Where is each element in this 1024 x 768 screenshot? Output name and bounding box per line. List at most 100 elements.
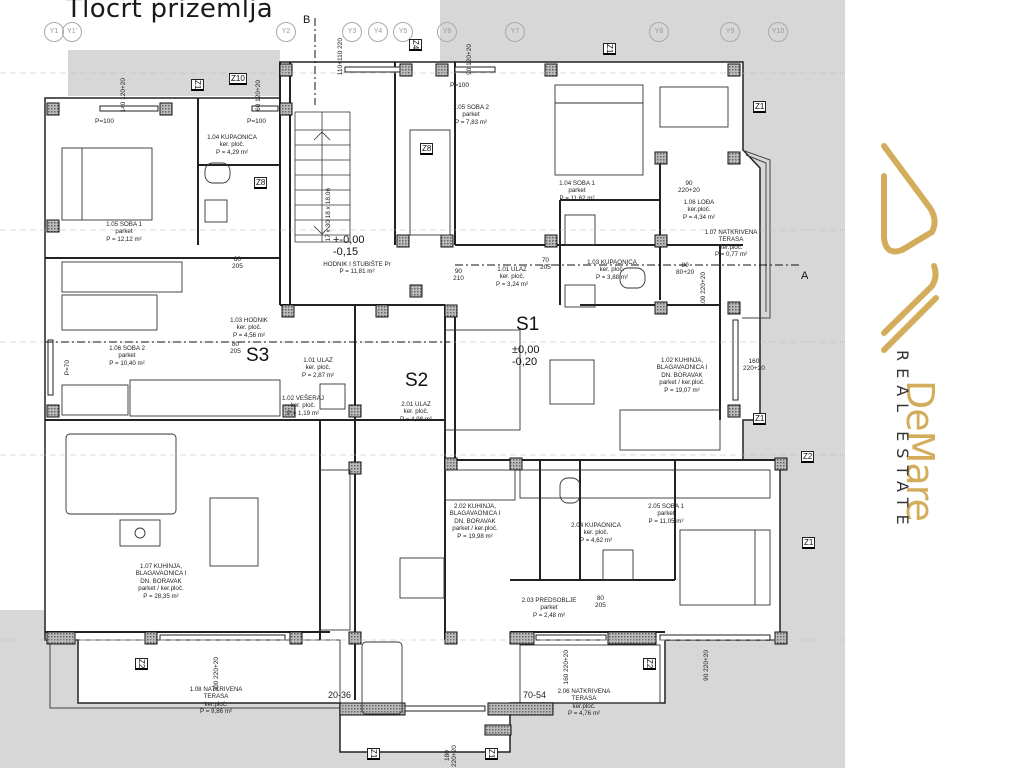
step-dimension: 70-54: [523, 690, 547, 700]
room-label-line: ker.ploč.: [719, 243, 743, 251]
room-label-line: 1.01 ULAZ: [497, 266, 527, 273]
room-label-line: BLAGAVAONICA I: [135, 570, 187, 578]
room-label-line: 2.02 KUHINJA,: [454, 503, 496, 510]
interior-walls: [45, 62, 780, 700]
room-label-line: 1.07 NATKRIVENA: [704, 229, 758, 236]
level-marker-stair: +-0,00 -0,15: [333, 234, 365, 258]
room-label-line: 1.02 VEŠERAJ: [282, 395, 324, 402]
room-label-line: P = 11,81 m²: [339, 268, 375, 276]
axis-marker: Y7: [505, 22, 525, 42]
room-label-line: P = 4,29 m²: [215, 148, 249, 156]
room-label-line: P = 4,76 m²: [567, 710, 601, 718]
window-dimension: 180 220+20: [444, 745, 458, 767]
floor-plan: [0, 0, 845, 768]
unit-label-s1: S1: [516, 314, 540, 335]
window-dimension: 60 120+20: [255, 80, 262, 111]
parapet-label: P=70: [64, 360, 71, 376]
room-label-line: DN. BORAVAK: [140, 577, 182, 585]
room-label-line: 2.01 ULAZ: [401, 401, 431, 408]
room-label-line: ker. ploč.: [583, 529, 609, 537]
sofa-2: [619, 409, 721, 451]
dining-table-2: [399, 557, 445, 599]
door-dimension: 100 220+20: [700, 272, 707, 307]
room-label-line: P = 9,86 m²: [199, 708, 233, 716]
sink-2: [564, 284, 596, 308]
room-label-line: parket: [657, 510, 675, 518]
room-label-line: P = 7,83 m²: [454, 118, 488, 126]
room-label-line: P = 28,35 m²: [143, 592, 179, 600]
level-marker-s1: ±0,00 -0,20: [512, 344, 539, 368]
room-label-line: parket / ker.ploč.: [452, 525, 498, 533]
wall-tag: Z8: [420, 143, 434, 155]
room-label-line: 1.02 KUHINJA,: [661, 357, 703, 364]
room-label-line: HODNIK I STUBIŠTE Pr: [323, 261, 391, 268]
room-label-line: ker. ploč.: [290, 402, 316, 410]
kitchen-counter-1: [319, 469, 351, 631]
room-label-line: 1.06 SOBA 2: [109, 345, 145, 352]
furniture: [61, 84, 771, 715]
bed-single-2: [129, 379, 281, 417]
parapet-label: P=100: [95, 118, 114, 125]
room-label-line: parket: [568, 187, 586, 195]
axis-marker: Y8: [649, 22, 669, 42]
room-label-line: DN. BORAVAK: [661, 371, 703, 379]
axis-marker: Y1': [62, 22, 82, 42]
room-label-line: P = 10,40 m²: [109, 359, 145, 367]
windows: [47, 66, 771, 712]
washer-2: [602, 549, 634, 581]
room-label-line: 1.06 LOĐA: [683, 199, 715, 206]
room-label-line: parket / ker.ploč.: [659, 379, 705, 387]
axis-marker: Y9: [720, 22, 740, 42]
kitchen-counter-3: [444, 329, 521, 431]
room-label-line: 2.03 PREDSOBLJE: [521, 597, 577, 604]
room-label-line: 2.06 NATKRIVENA: [557, 688, 611, 695]
window-dimension: 110+110 220: [337, 38, 344, 76]
room-label-line: BLAGAVAONICA I: [656, 364, 708, 372]
section-marker-a: A: [801, 270, 809, 282]
window-dimension: 300 220+20: [213, 657, 220, 692]
room-label-line: P = 2,48 m²: [532, 611, 566, 619]
dining-table-3: [549, 359, 595, 405]
wardrobe-2: [61, 384, 129, 416]
axis-marker: Y2: [276, 22, 296, 42]
room-label-line: P = 2,87 m²: [301, 371, 335, 379]
room-label-line: 1.01 ULAZ: [303, 357, 333, 364]
room-label-line: TERASA: [203, 693, 229, 701]
room-label-line: ker. ploč.: [305, 364, 331, 372]
wardrobe-3: [659, 86, 729, 128]
bed-single-3: [409, 129, 451, 236]
columns: [46, 63, 788, 736]
page-title: Tlocrt prizemlja: [66, 0, 274, 24]
kitchen-counter-2: [444, 469, 516, 501]
staircase: [294, 111, 351, 243]
stair-dimension: 17 x 30 18 x 18,06: [325, 188, 332, 242]
room-label-line: 2.05 SOBA 1: [648, 503, 684, 510]
step-dimension: 20-36: [328, 690, 352, 700]
unit-label-s2: S2: [405, 370, 429, 391]
axis-marker: Y3: [342, 22, 362, 42]
room-label-line: 1.05 SOBA 2: [453, 104, 489, 111]
washer-3: [319, 383, 346, 410]
wall-tag: Z1: [802, 537, 816, 549]
sofa-1: [65, 433, 177, 515]
unit-label-s3: S3: [246, 345, 270, 366]
room-label-line: ker. ploč.: [219, 141, 245, 149]
